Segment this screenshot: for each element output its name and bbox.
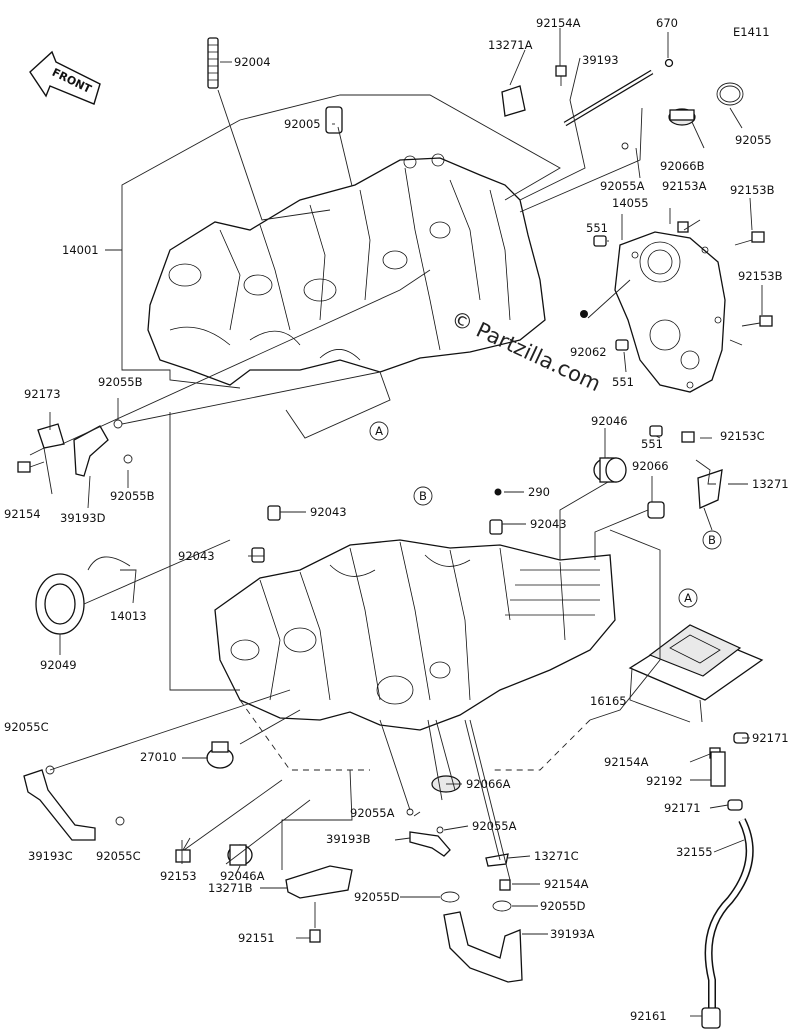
part-label-14013[interactable]: 14013 [110,609,147,623]
part-label-92046[interactable]: 92046 [591,414,628,428]
part-label-39193d[interactable]: 39193D [60,511,106,525]
part-label-92046a[interactable]: 92046A [220,869,265,883]
part-label-92066b[interactable]: 92066B [660,159,705,173]
part-label-92055a-top[interactable]: 92055A [600,179,645,193]
part-label-92151[interactable]: 92151 [238,931,275,945]
part-label-92173[interactable]: 92173 [24,387,61,401]
oil-pan-16165-drawing [628,624,764,701]
part-label-92055d-2[interactable]: 92055D [540,899,586,913]
part-label-92055[interactable]: 92055 [735,133,772,147]
cover-14055-drawing [614,231,726,393]
part-label-92153b-2[interactable]: 92153B [738,269,783,283]
part-label-92062[interactable]: 92062 [570,345,607,359]
part-label-92055a-1[interactable]: 92055A [350,806,395,820]
part-label-92055d-1[interactable]: 92055D [354,890,400,904]
part-label-290[interactable]: 290 [528,485,550,499]
part-label-92153[interactable]: 92153 [160,869,197,883]
part-label-92055c-2[interactable]: 92055C [96,849,141,863]
part-label-92154a-low[interactable]: 92154A [544,877,589,891]
part-label-39193b[interactable]: 39193B [326,832,371,846]
part-label-92153a[interactable]: 92153A [662,179,707,193]
part-label-92154a-top[interactable]: 92154A [536,16,581,30]
part-label-13271[interactable]: 13271 [752,477,789,491]
svg-text:B: B [708,533,716,547]
part-label-92055b-1[interactable]: 92055B [98,375,143,389]
small-parts-drawing [17,37,773,1029]
part-label-14055[interactable]: 14055 [612,196,649,210]
part-label-39193a[interactable]: 39193A [550,927,595,941]
part-label-92055a-2[interactable]: 92055A [472,819,517,833]
part-label-92192[interactable]: 92192 [646,774,683,788]
part-label-92171-1[interactable]: 92171 [752,731,789,745]
part-label-39193[interactable]: 39193 [582,53,619,67]
part-label-92153c[interactable]: 92153C [720,429,765,443]
part-labels: 92004 92005 14001 13271A 92154A 39193 67… [4,16,789,1023]
marker-a-upper: A [369,421,389,441]
part-label-551-2[interactable]: 551 [612,375,634,389]
part-label-92154[interactable]: 92154 [4,507,41,521]
part-label-16165[interactable]: 16165 [590,694,627,708]
part-label-92153b-1[interactable]: 92153B [730,183,775,197]
part-label-14001[interactable]: 14001 [62,243,99,257]
part-label-92171-2[interactable]: 92171 [664,801,701,815]
part-label-551-1[interactable]: 551 [586,221,608,235]
svg-text:A: A [684,591,692,605]
part-label-92043-3[interactable]: 92043 [530,517,567,531]
leader-lines [29,28,763,1017]
part-label-92043-1[interactable]: 92043 [310,505,347,519]
part-label-27010[interactable]: 27010 [140,750,177,764]
part-label-13271b[interactable]: 13271B [208,881,253,895]
marker-a-lower: A [678,588,698,608]
part-label-39193c[interactable]: 39193C [28,849,73,863]
part-label-92154a-mid[interactable]: 92154A [604,755,649,769]
part-label-13271a[interactable]: 13271A [488,38,533,52]
part-label-670[interactable]: 670 [656,16,678,30]
part-label-92161[interactable]: 92161 [630,1009,667,1023]
marker-b-upper: B [413,486,433,506]
part-label-551-3[interactable]: 551 [641,437,663,451]
part-label-32155[interactable]: 32155 [676,845,713,859]
marker-b-lower: B [702,530,722,550]
lower-crankcase-drawing [214,539,616,731]
part-label-13271c[interactable]: 13271C [534,849,579,863]
part-label-92005[interactable]: 92005 [284,117,321,131]
part-label-92066a[interactable]: 92066A [466,777,511,791]
diagram-code: E1411 [733,25,770,39]
part-label-92055c-1[interactable]: 92055C [4,720,49,734]
svg-text:A: A [375,424,383,438]
svg-text:B: B [419,489,427,503]
part-label-92066[interactable]: 92066 [632,459,669,473]
part-label-92004[interactable]: 92004 [234,55,271,69]
part-label-92049[interactable]: 92049 [40,658,77,672]
part-label-92055b-2[interactable]: 92055B [110,489,155,503]
front-arrow-icon: FRONT [29,50,101,105]
part-label-92043-2[interactable]: 92043 [178,549,215,563]
upper-crankcase-drawing [147,153,546,386]
